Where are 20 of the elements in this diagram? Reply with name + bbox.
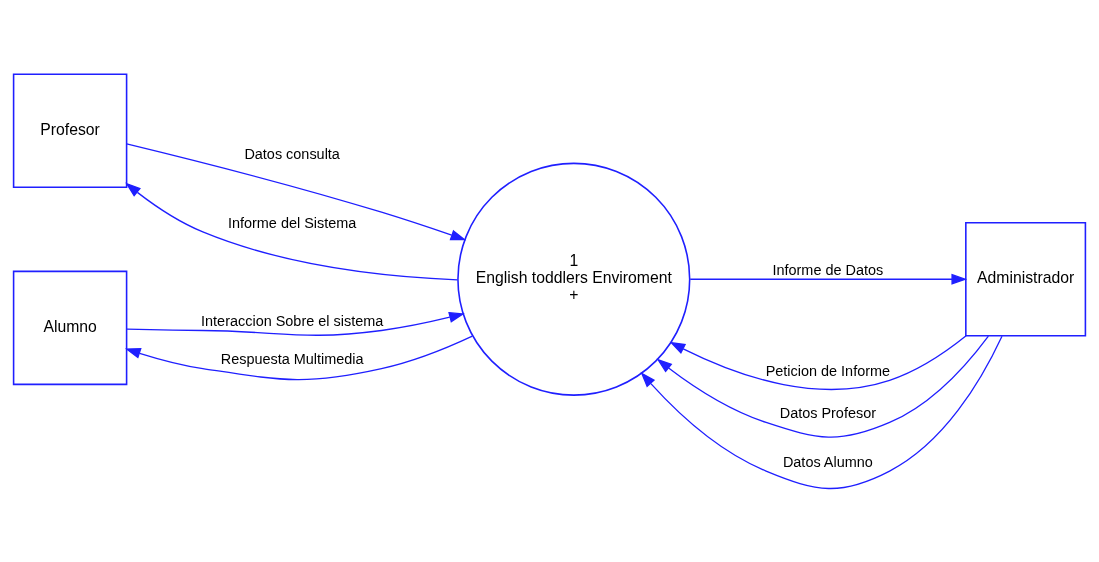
edge-label: Datos Alumno: [782, 453, 873, 470]
arrow: [656, 334, 990, 438]
edge-label: Datos consulta: [244, 145, 340, 162]
node-circle: 1 English toddlers Enviroment +: [457, 162, 691, 396]
edge-label: Informe de Datos: [772, 261, 884, 278]
arrow: [640, 335, 1003, 489]
edge-label: Peticion de Informe: [765, 362, 891, 379]
arrow: [689, 273, 968, 285]
edge-label: Datos Profesor: [779, 404, 877, 421]
arrow: [126, 311, 465, 336]
arrow: [126, 142, 467, 240]
node-box: Administrador: [965, 221, 1087, 337]
edge-label: Informe del Sistema: [227, 214, 357, 231]
arrow: [125, 182, 458, 281]
arrow: [669, 334, 967, 390]
arrow: [124, 334, 473, 380]
node-box: Alumno: [12, 270, 128, 385]
node-box: Profesor: [12, 72, 128, 188]
edge-label: Respuesta Multimedia: [220, 350, 364, 367]
edge-label: Interaccion Sobre el sistema: [201, 312, 384, 329]
